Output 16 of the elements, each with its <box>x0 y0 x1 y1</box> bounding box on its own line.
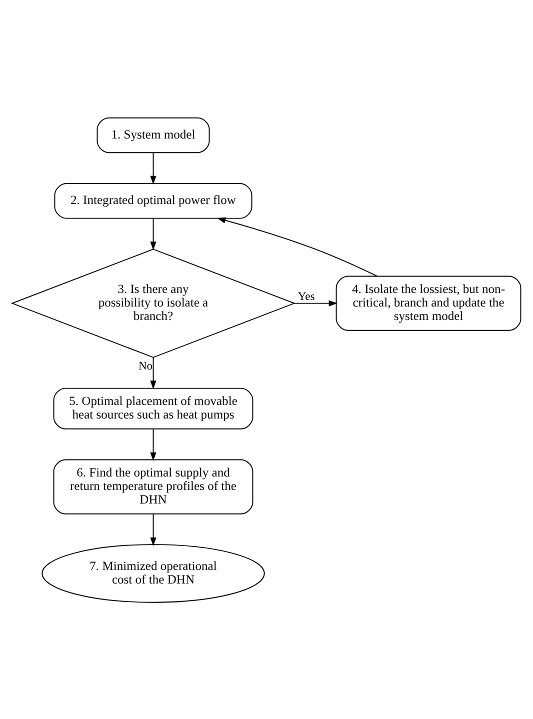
arrow <box>294 300 338 306</box>
arrow <box>150 218 156 250</box>
arrow <box>150 428 156 461</box>
arrow <box>150 356 156 389</box>
edge-label: Yes <box>298 290 315 303</box>
node-box: 5. Optimal placement of movable heat sources such as heat pumps <box>53 387 254 429</box>
edge-label: No <box>138 359 153 372</box>
node-box: 1. System model <box>96 116 210 153</box>
node-box: 6. Find the optimal supply and return temperature profiles of the DHN <box>53 458 254 514</box>
node-box: 2. Integrated optimal power flow <box>54 182 252 218</box>
node-ellipse: 7. Minimized operational cost of the DHN <box>42 544 265 602</box>
arrow <box>150 152 156 184</box>
arrow <box>216 216 378 276</box>
node-diamond: 3. Is there any possibility to isolate a branch? <box>10 248 296 358</box>
node-box: 4. Isolate the lossiest, but non-critical, branch and update the system model <box>336 275 522 330</box>
arrow <box>150 513 156 546</box>
